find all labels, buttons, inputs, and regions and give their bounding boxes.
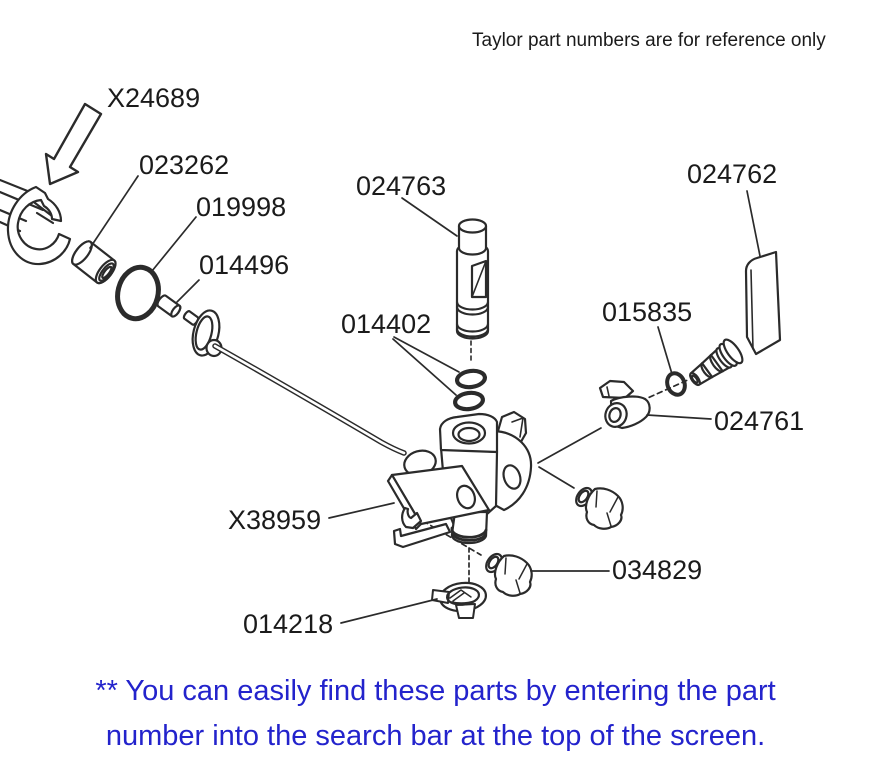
part-label-024762: 024762	[687, 159, 778, 189]
part-label-014218: 014218	[243, 609, 334, 639]
part-label-x24689: X24689	[107, 83, 201, 113]
float-rod-drawing	[182, 309, 407, 456]
part-label-015835: 015835	[602, 297, 693, 327]
part-label-019998: 019998	[196, 192, 287, 222]
part-label-014496: 014496	[199, 250, 290, 280]
part-label-014402: 014402	[341, 309, 432, 339]
leader-lines	[89, 175, 761, 624]
reference-note: Taylor part numbers are for reference on…	[472, 30, 826, 51]
search-hint-line1: ** You can easily find these parts by en…	[95, 675, 776, 707]
o-ring-pair-drawing	[452, 368, 488, 412]
search-hint-line2: number into the search bar at the top of…	[105, 720, 766, 752]
bushing-drawing	[71, 240, 117, 285]
part-label-x38959: X38959	[228, 505, 322, 535]
pin-drawing	[156, 294, 182, 318]
valve-body-drawing	[386, 410, 533, 549]
retaining-clip-drawing	[431, 581, 488, 619]
part-label-024761: 024761	[714, 406, 805, 436]
knob-right-drawing	[575, 486, 624, 530]
o-ring-small-drawing	[665, 371, 687, 397]
o-ring-large-drawing	[115, 264, 161, 322]
part-label-023262: 023262	[139, 150, 230, 180]
pointer-arrow	[44, 102, 103, 186]
part-label-034829: 034829	[612, 555, 703, 585]
part-label-024763: 024763	[356, 171, 447, 201]
search-hint-text: ** You can easily find these parts by en…	[0, 669, 871, 759]
plunger-drawing	[455, 218, 490, 364]
knob-drawing	[485, 552, 533, 597]
hook-clip-drawing	[6, 185, 72, 266]
fitting-drawing	[598, 379, 651, 430]
handle-drawing	[689, 250, 782, 387]
